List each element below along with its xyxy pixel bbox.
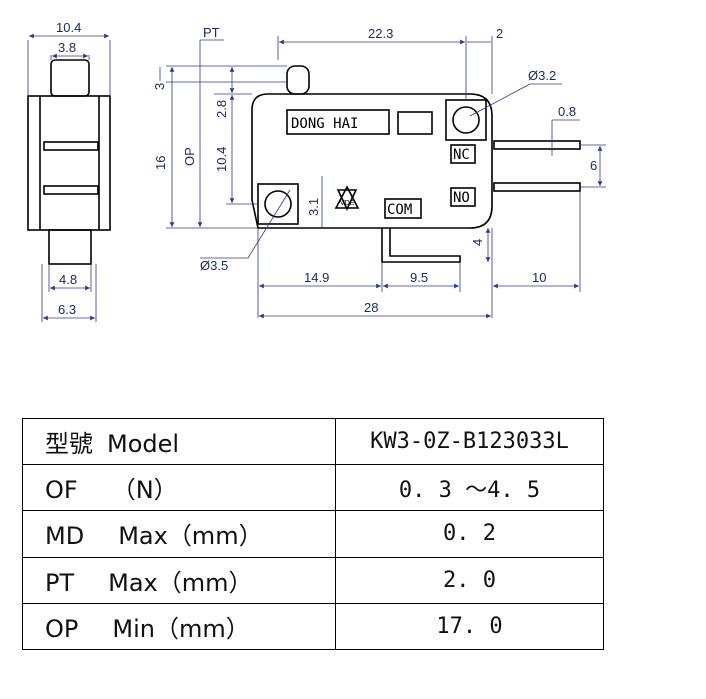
spec-row: PT Max（mm） 2. 0 xyxy=(22,556,604,604)
spec-key-unit: （mm） xyxy=(157,568,253,597)
dim-hole-left: Ø3.5 xyxy=(200,258,228,273)
spec-row: 型號 Model KW3-0Z-B123033L xyxy=(22,417,604,466)
spec-key-secondary: Max xyxy=(108,568,158,597)
dim-h31: 3.1 xyxy=(306,198,321,216)
dim-h3: 3 xyxy=(152,83,167,90)
dim-b10: 10 xyxy=(532,270,546,285)
spec-key-secondary: Min xyxy=(112,614,155,643)
technical-drawing: 10.4 3.8 4.8 6.3 DONG HAI xyxy=(27,20,606,322)
spec-key-secondary: Max xyxy=(118,522,168,551)
brand-label: DONG HAI xyxy=(291,116,358,132)
spec-value-cell: KW3-0Z-B123033L xyxy=(335,417,604,466)
dim-length-top: 22.3 xyxy=(368,26,393,41)
dim-terminal-pitch: 6 xyxy=(590,158,597,173)
spec-key-secondary: Model xyxy=(107,430,180,459)
spec-row: OP Min（mm） 17. 0 xyxy=(22,602,604,651)
dim-h104: 10.4 xyxy=(214,147,229,172)
dim-small: 2 xyxy=(496,26,503,41)
dim-actuator-width: 3.8 xyxy=(58,40,76,55)
front-view: DONG HAI NC NO COM VDE 22.3 2 PT Ø3.2 xyxy=(152,25,606,319)
dim-width-total: 10.4 xyxy=(56,20,81,35)
spec-key-primary: MD xyxy=(45,522,85,551)
dim-b149: 14.9 xyxy=(304,270,329,285)
spec-key-primary: PT xyxy=(45,568,75,597)
dim-terminal-thick: 0.8 xyxy=(558,104,576,119)
spec-key-primary: OF xyxy=(45,476,78,505)
spec-key-secondary: （N） xyxy=(111,476,178,505)
op-label: OP xyxy=(182,147,197,166)
dim-b95: 9.5 xyxy=(410,270,428,285)
spec-key-primary: 型號 xyxy=(45,430,93,459)
spec-key-primary: OP xyxy=(45,614,79,643)
spec-key-cell: MD Max（mm） xyxy=(22,510,336,558)
spec-value-cell: 2. 0 xyxy=(335,556,604,604)
spec-key-cell: OP Min（mm） xyxy=(22,602,336,651)
spec-key-unit: （mm） xyxy=(167,522,263,551)
spec-key-cell: OF （N） xyxy=(22,464,336,512)
com-label: COM xyxy=(387,202,412,218)
spec-key-cell: PT Max（mm） xyxy=(22,556,336,604)
dim-terminal-width: 4.8 xyxy=(59,272,77,287)
spec-key-cell: 型號 Model xyxy=(22,417,336,466)
spec-row: MD Max（mm） 0. 2 xyxy=(22,510,604,558)
dim-height-16: 16 xyxy=(153,156,168,170)
dim-h28: 2.8 xyxy=(214,100,229,118)
dim-hole-right: Ø3.2 xyxy=(528,68,556,83)
side-view: 10.4 3.8 4.8 6.3 xyxy=(27,20,111,322)
spec-key-unit: （mm） xyxy=(154,614,250,643)
pt-label: PT xyxy=(203,25,220,40)
spec-value-cell: 0. 2 xyxy=(335,510,604,558)
spec-value-cell: 0. 3 ～4. 5 xyxy=(335,464,604,512)
spec-row: OF （N） 0. 3 ～4. 5 xyxy=(22,464,604,512)
no-label: NO xyxy=(453,190,470,206)
vde-text: VDE xyxy=(340,200,355,207)
dim-h4: 4 xyxy=(470,239,485,246)
dim-b28: 28 xyxy=(364,300,378,315)
nc-label: NC xyxy=(453,147,470,163)
spec-value-cell: 17. 0 xyxy=(335,602,604,651)
dim-body-width: 6.3 xyxy=(58,302,76,317)
